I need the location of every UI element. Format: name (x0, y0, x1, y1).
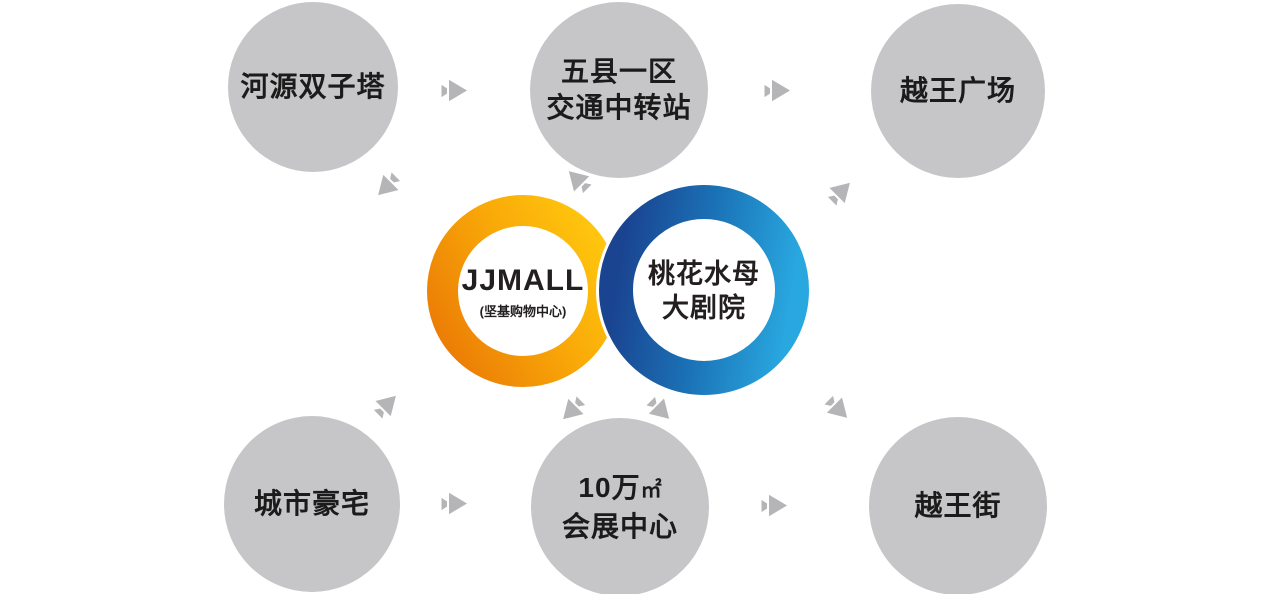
theater-title-line1: 桃花水母 (648, 259, 760, 289)
arrow-up-right-icon (820, 170, 862, 212)
theater-label: 桃花水母 大剧院 (632, 244, 776, 338)
arrow-up-right-icon (366, 383, 408, 425)
arrow-right-icon (762, 76, 794, 104)
arrow-down-right-icon (818, 388, 860, 430)
arrow-right-icon (759, 491, 791, 519)
node-label-line1: 五县一区 (560, 56, 677, 87)
node-label: 河源双子塔 (240, 71, 386, 102)
node-yuewang-plaza: 越王广场 (871, 4, 1045, 178)
node-yuewang-street: 越王街 (869, 417, 1047, 594)
node-label-unit: ㎡ (640, 478, 662, 502)
node-transport-hub: 五县一区 交通中转站 (530, 2, 708, 178)
node-convention-center: 10万㎡ 会展中心 (531, 418, 709, 594)
node-label-line2: 会展中心 (561, 510, 678, 542)
jjmall-title: JJMALL (461, 264, 585, 297)
jjmall-subtitle: (坚基购物中心) (479, 304, 567, 319)
node-city-mansions: 城市豪宅 (224, 416, 400, 592)
node-label-value: 10万 (578, 471, 641, 503)
arrow-right-icon (439, 76, 471, 104)
node-heyuan-twin-towers: 河源双子塔 (228, 2, 398, 172)
arrow-right-icon (439, 489, 471, 517)
theater-ring (599, 185, 809, 395)
theater-title-line2: 大剧院 (662, 293, 746, 323)
node-label: 越王街 (914, 490, 1002, 521)
center-rings-graphic (427, 182, 812, 398)
node-label-line2: 交通中转站 (546, 92, 692, 123)
node-label-line1: 10万㎡ (578, 470, 661, 509)
node-label: 城市豪宅 (253, 488, 370, 519)
node-label: 越王广场 (899, 75, 1016, 106)
arrow-down-left-icon (366, 166, 408, 208)
jjmall-label: JJMALL (坚基购物中心) (458, 246, 588, 338)
